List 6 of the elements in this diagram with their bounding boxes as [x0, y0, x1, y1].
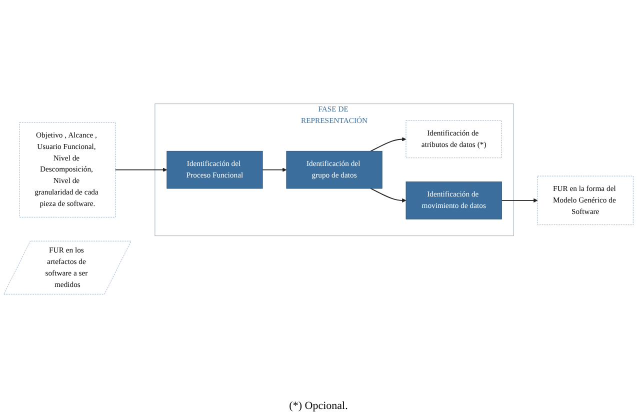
arrow	[370, 188, 406, 203]
arrow	[262, 168, 287, 172]
arrow	[370, 137, 406, 152]
arrow	[501, 198, 538, 203]
footnote: (*) Opcional.	[289, 400, 348, 412]
arrow	[114, 168, 168, 172]
